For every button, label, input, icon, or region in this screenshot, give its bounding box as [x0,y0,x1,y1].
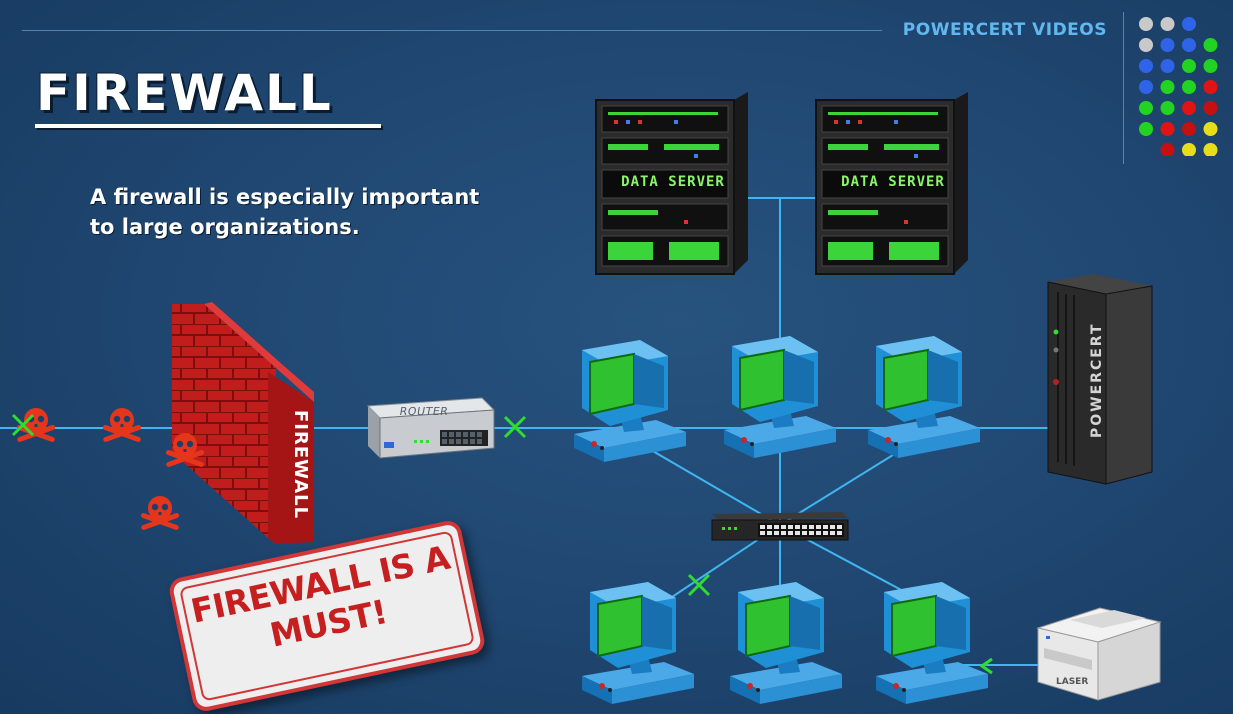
brand-dot [1182,101,1196,115]
workstation-computer [872,580,992,710]
laser-printer-icon [1036,607,1162,701]
router-icon [366,397,496,459]
slide-subtitle: A firewall is especially important to la… [90,185,480,239]
computer-icon [724,336,836,458]
skull-crossbones-icon [163,430,207,474]
computer-icon [730,582,842,704]
workstation-computer [570,338,690,468]
server-rack-icon [595,92,748,275]
brand-dot [1182,17,1196,31]
brand-dot [1139,122,1153,136]
brand-dot [1139,101,1153,115]
computer-icon [868,336,980,458]
brand-dot [1203,101,1218,115]
brand-dot [1203,38,1218,52]
brand-dot [1203,143,1218,156]
brand-dot [1182,38,1196,52]
brand-dot [1203,80,1218,94]
server-rack-icon [815,92,968,275]
connection-arrow-icon [979,657,993,675]
computer-icon [876,582,988,704]
skull-crossbones-icon [100,405,144,449]
header-vertical-divider [1123,12,1124,164]
brand-dot [1160,101,1175,115]
connection-x-icon [687,573,711,597]
brand-dot [1203,122,1218,136]
brand-dot [1182,80,1196,94]
workstation-computer [726,580,846,710]
network-switch-icon [711,512,849,541]
data-server-rack: DATA SERVER [594,92,752,277]
skull-crossbones-icon [138,493,182,537]
brand-dot [1182,143,1196,156]
brand-dot [1160,80,1175,94]
brand-dot [1160,38,1175,52]
computer-icon [574,340,686,462]
brand-dot [1160,17,1175,31]
blocked-x-icon [11,413,35,437]
brand-dot [1139,17,1153,31]
brand-dot [1139,38,1153,52]
header-divider [22,30,882,31]
brand-dot [1160,59,1175,73]
server-label: DATA SERVER [841,174,945,190]
brand-dot [1139,59,1153,73]
brand-logo-text: POWERCERT VIDEOS [902,20,1107,40]
tower-brand-label: POWERCERT [1089,322,1105,438]
brand-dot [1203,59,1218,73]
title-underline [35,124,381,128]
firewall-wall-label: FIREWALL [290,410,311,520]
brand-dot [1182,122,1196,136]
printer-label: LASER [1056,677,1089,687]
workstation-computer [578,580,698,710]
data-server-rack: DATA SERVER [814,92,972,277]
firewall-wall-icon [172,302,314,544]
tower-server-icon [1047,274,1153,485]
server-label: DATA SERVER [621,174,725,190]
brand-dot [1139,80,1153,94]
brand-dot-grid [1139,17,1218,156]
router-label: ROUTER [398,405,450,418]
workstation-computer [864,334,984,464]
connection-x-icon [503,415,527,439]
computer-icon [582,582,694,704]
brand-dot [1160,122,1175,136]
slide-title: FIREWALL [36,64,333,122]
brand-dot [1182,59,1196,73]
workstation-computer [720,334,840,464]
brand-dot [1160,143,1175,156]
